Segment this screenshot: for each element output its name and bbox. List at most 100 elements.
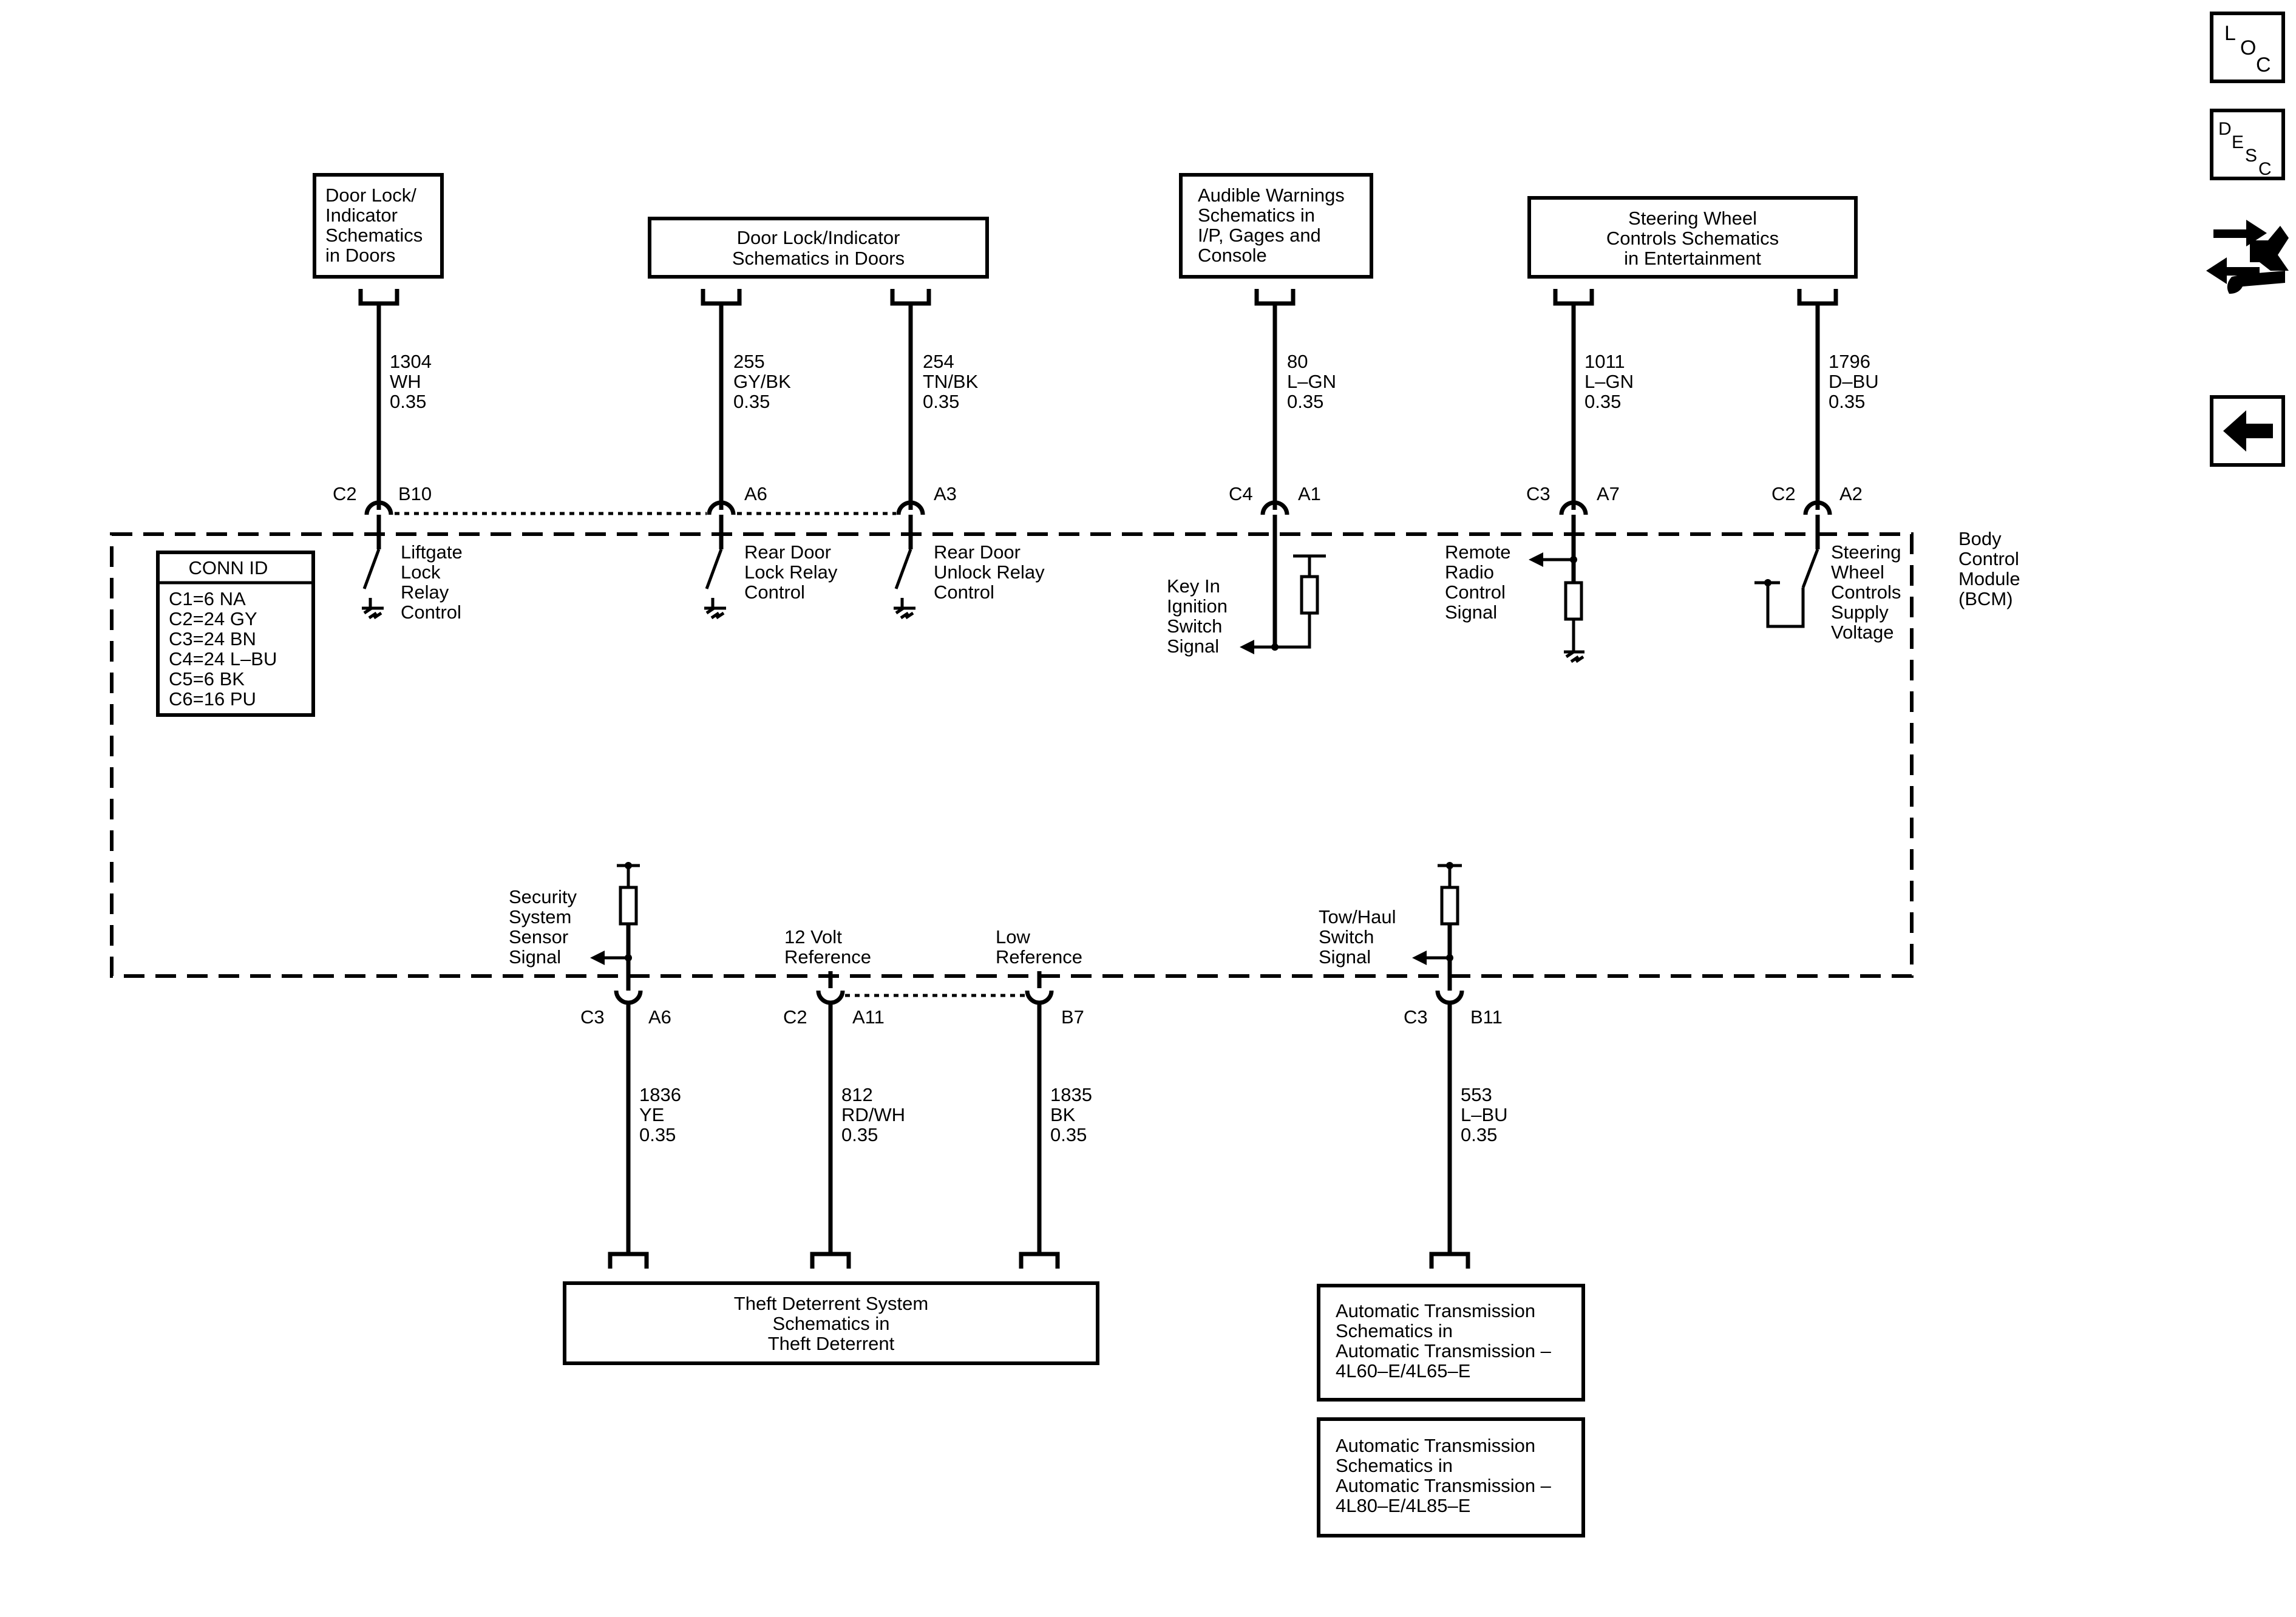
- svg-text:C3=24 BN: C3=24 BN: [169, 628, 256, 649]
- bcm-boundary: [110, 532, 1914, 978]
- svg-text:Lock Relay: Lock Relay: [744, 561, 838, 583]
- wire-80: 80 L–GN 0.35 C4 A1: [1229, 289, 1336, 654]
- func-sw-supply: Steering Wheel Controls Supply Voltage: [1831, 541, 1901, 643]
- func-security: Security System Sensor Signal: [509, 886, 577, 968]
- svg-text:0.35: 0.35: [390, 391, 426, 412]
- svg-text:Control: Control: [744, 581, 805, 603]
- box-auto-trans-1: Automatic Transmission Schematics in Aut…: [1317, 1284, 1585, 1402]
- loc-button[interactable]: L O C: [2210, 12, 2285, 83]
- svg-text:B7: B7: [1061, 1006, 1084, 1028]
- svg-text:Schematics in: Schematics in: [1198, 205, 1315, 226]
- svg-text:B11: B11: [1470, 1006, 1503, 1028]
- box-steering-wheel: Steering Wheel Controls Schematics in En…: [1527, 196, 1858, 279]
- bcm-label: Body Control Module (BCM): [1958, 528, 2020, 609]
- svg-text:A11: A11: [852, 1006, 885, 1028]
- svg-text:Theft Deterrent System: Theft Deterrent System: [734, 1293, 928, 1314]
- svg-text:A6: A6: [744, 483, 767, 504]
- svg-text:Control: Control: [934, 581, 994, 603]
- svg-text:Voltage: Voltage: [1831, 622, 1894, 643]
- svg-text:Relay: Relay: [401, 581, 449, 603]
- svg-text:Schematics: Schematics: [325, 225, 423, 246]
- svg-text:C2: C2: [333, 483, 357, 504]
- svg-text:Automatic Transmission –: Automatic Transmission –: [1336, 1475, 1552, 1496]
- svg-text:Rear Door: Rear Door: [934, 541, 1021, 563]
- svg-text:A3: A3: [934, 483, 957, 504]
- svg-text:C2=24 GY: C2=24 GY: [169, 608, 257, 629]
- svg-text:C: C: [2258, 159, 2272, 179]
- svg-text:0.35: 0.35: [1050, 1124, 1087, 1145]
- wire-254: 254 TN/BK 0.35 A3: [890, 289, 979, 620]
- svg-text:L–GN: L–GN: [1584, 371, 1634, 392]
- svg-text:YE: YE: [639, 1104, 664, 1125]
- svg-text:0.35: 0.35: [1461, 1124, 1497, 1145]
- svg-text:Schematics in Doors: Schematics in Doors: [732, 248, 905, 269]
- svg-text:1836: 1836: [639, 1084, 681, 1105]
- svg-text:Automatic Transmission: Automatic Transmission: [1336, 1435, 1535, 1456]
- svg-text:12 Volt: 12 Volt: [784, 926, 842, 947]
- svg-text:CONN ID: CONN ID: [189, 557, 268, 578]
- svg-text:C3: C3: [580, 1006, 605, 1028]
- svg-text:C3: C3: [1404, 1006, 1428, 1028]
- svg-text:Schematics in: Schematics in: [1336, 1320, 1453, 1341]
- func-tow-haul: Tow/Haul Switch Signal: [1319, 906, 1396, 968]
- box-door-lock-left: Door Lock/ Indicator Schematics in Doors: [313, 173, 444, 279]
- svg-text:Liftgate: Liftgate: [401, 541, 463, 563]
- svg-text:0.35: 0.35: [923, 391, 959, 412]
- svg-text:C2: C2: [1771, 483, 1796, 504]
- svg-text:Control: Control: [401, 602, 461, 623]
- svg-text:0.35: 0.35: [639, 1124, 676, 1145]
- svg-text:WH: WH: [390, 371, 421, 392]
- svg-text:O: O: [2240, 36, 2256, 59]
- desc-button[interactable]: D E S C: [2210, 109, 2285, 180]
- back-arrow-icon[interactable]: [2210, 395, 2285, 467]
- svg-text:L–BU: L–BU: [1461, 1104, 1508, 1125]
- func-12v-ref: 12 Volt Reference: [784, 926, 871, 968]
- svg-text:I/P, Gages and: I/P, Gages and: [1198, 225, 1321, 246]
- func-rear-door-unlock: Rear Door Unlock Relay Control: [934, 541, 1045, 603]
- svg-text:Switch: Switch: [1319, 926, 1374, 947]
- svg-text:System: System: [509, 906, 571, 927]
- box-door-lock-center: Door Lock/Indicator Schematics in Doors: [648, 217, 989, 279]
- svg-text:Signal: Signal: [1167, 636, 1219, 657]
- svg-text:GY/BK: GY/BK: [733, 371, 791, 392]
- svg-text:Signal: Signal: [1319, 946, 1371, 968]
- wire-812: C2 A11 812 RD/WH 0.35: [783, 971, 905, 1269]
- svg-text:Controls: Controls: [1831, 581, 1901, 603]
- svg-text:Key In: Key In: [1167, 575, 1220, 597]
- func-low-ref: Low Reference: [996, 926, 1082, 968]
- svg-text:Indicator: Indicator: [325, 205, 398, 226]
- svg-text:1796: 1796: [1829, 351, 1870, 372]
- wire-553: C3 B11 553 L–BU 0.35: [1404, 862, 1508, 1269]
- svg-text:Steering: Steering: [1831, 541, 1901, 563]
- svg-text:A6: A6: [648, 1006, 671, 1028]
- svg-text:Ignition: Ignition: [1167, 595, 1228, 617]
- svg-text:Security: Security: [509, 886, 577, 907]
- svg-text:C4: C4: [1229, 483, 1253, 504]
- svg-text:0.35: 0.35: [1287, 391, 1323, 412]
- connector-swap-icon[interactable]: [2206, 220, 2289, 294]
- svg-text:Body: Body: [1958, 528, 2002, 549]
- svg-text:C6=16 PU: C6=16 PU: [169, 688, 256, 710]
- svg-text:Sensor: Sensor: [509, 926, 568, 947]
- svg-text:1304: 1304: [390, 351, 432, 372]
- svg-text:Automatic Transmission: Automatic Transmission: [1336, 1300, 1535, 1321]
- svg-text:Switch: Switch: [1167, 615, 1222, 637]
- func-liftgate: Liftgate Lock Relay Control: [401, 541, 463, 623]
- svg-text:Automatic Transmission –: Automatic Transmission –: [1336, 1340, 1552, 1361]
- svg-text:Unlock Relay: Unlock Relay: [934, 561, 1045, 583]
- svg-text:E: E: [2232, 132, 2244, 152]
- svg-text:C: C: [2256, 53, 2271, 76]
- svg-text:D: D: [2218, 119, 2232, 139]
- func-key-in: Key In Ignition Switch Signal: [1167, 575, 1228, 657]
- svg-text:Signal: Signal: [509, 946, 561, 968]
- svg-text:Door Lock/: Door Lock/: [325, 185, 416, 206]
- svg-text:S: S: [2245, 146, 2257, 166]
- svg-text:in Entertainment: in Entertainment: [1624, 248, 1761, 269]
- svg-text:80: 80: [1287, 351, 1308, 372]
- conn-id-table: CONN ID C1=6 NA C2=24 GY C3=24 BN C4=24 …: [156, 551, 315, 717]
- svg-text:A2: A2: [1839, 483, 1863, 504]
- svg-text:L–GN: L–GN: [1287, 371, 1336, 392]
- svg-text:553: 553: [1461, 1084, 1492, 1105]
- svg-text:C3: C3: [1526, 483, 1550, 504]
- box-audible-warnings: Audible Warnings Schematics in I/P, Gage…: [1179, 173, 1373, 279]
